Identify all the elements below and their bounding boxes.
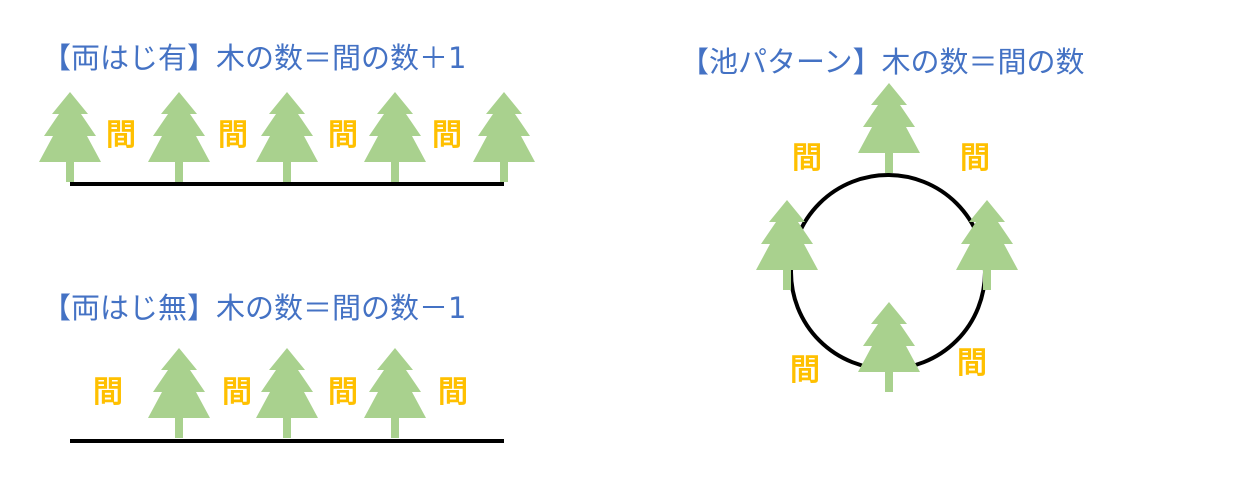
tree-icon — [858, 302, 920, 392]
tree-icon — [756, 200, 818, 290]
tree-icon — [858, 83, 920, 173]
gap-label: 間 — [328, 375, 358, 410]
ground-line — [70, 439, 504, 443]
ground-line — [70, 182, 504, 186]
tree-icon — [956, 200, 1018, 290]
gap-label: 間 — [218, 118, 248, 153]
tree-icon — [148, 92, 210, 182]
gap-label: 間 — [957, 346, 987, 381]
tree-icon — [364, 348, 426, 438]
heading-no-ends: 【両はじ無】木の数＝間の数－1 — [42, 291, 467, 325]
gap-label: 間 — [222, 375, 252, 410]
gap-label: 間 — [792, 141, 822, 176]
tree-icon — [473, 92, 535, 182]
tree-icon — [364, 92, 426, 182]
heading-both-ends: 【両はじ有】木の数＝間の数＋1 — [42, 41, 467, 75]
gap-label: 間 — [328, 118, 358, 153]
gap-label: 間 — [432, 118, 462, 153]
tree-icon — [148, 348, 210, 438]
tree-icon — [256, 348, 318, 438]
gap-label: 間 — [106, 118, 136, 153]
tree-icon — [39, 92, 101, 182]
heading-pond: 【池パターン】木の数＝間の数 — [680, 45, 1085, 79]
gap-label: 間 — [960, 141, 990, 176]
gap-label: 間 — [438, 375, 468, 410]
gap-label: 間 — [790, 353, 820, 388]
tree-icon — [256, 92, 318, 182]
gap-label: 間 — [93, 375, 123, 410]
